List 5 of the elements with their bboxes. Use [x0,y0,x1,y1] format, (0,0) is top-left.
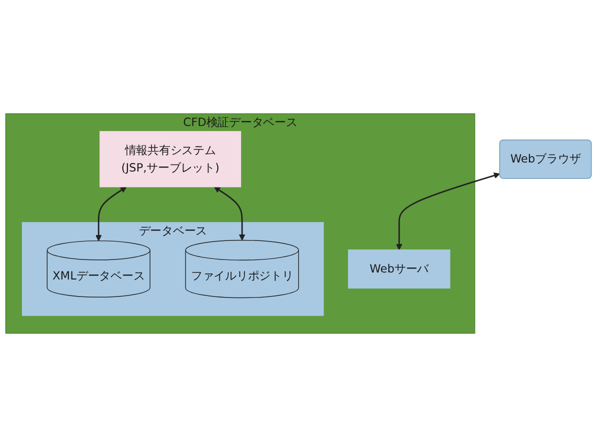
node-box: 情報共有システム (JSP,サーブレット) [100,131,242,188]
node-box: Webサーバ [348,249,450,289]
arrow [214,186,246,240]
arrow [95,186,127,242]
arrow [396,172,500,250]
